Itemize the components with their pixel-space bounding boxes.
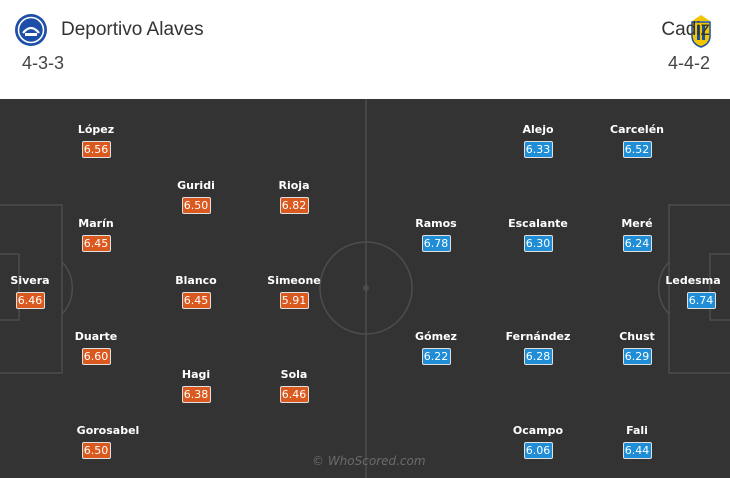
player-gomez[interactable]: Gómez 6.22 bbox=[396, 330, 476, 365]
player-gorosabel[interactable]: Gorosabel 6.50 bbox=[68, 424, 148, 459]
player-ledesma[interactable]: Ledesma 6.74 bbox=[653, 274, 730, 309]
player-name: Carcelén bbox=[610, 123, 664, 136]
player-name: Alejo bbox=[522, 123, 554, 136]
player-name: Duarte bbox=[74, 330, 118, 343]
away-formation: 4-4-2 bbox=[667, 53, 710, 73]
player-name: Chust bbox=[619, 330, 655, 343]
player-lopez[interactable]: López 6.56 bbox=[56, 123, 136, 158]
alaves-crest-icon bbox=[15, 14, 47, 46]
player-rating-badge: 6.30 bbox=[523, 235, 553, 252]
player-blanco[interactable]: Blanco 6.45 bbox=[156, 274, 236, 309]
player-rating-badge: 6.50 bbox=[181, 197, 211, 214]
player-hagi[interactable]: Hagi 6.38 bbox=[156, 368, 236, 403]
home-team-name[interactable]: Deportivo Alaves bbox=[61, 19, 204, 40]
player-sivera[interactable]: Sivera 6.46 bbox=[0, 274, 70, 309]
player-fali[interactable]: Fali 6.44 bbox=[597, 424, 677, 459]
player-simeone[interactable]: Simeone 5.91 bbox=[254, 274, 334, 309]
player-rating-badge: 6.50 bbox=[81, 442, 111, 459]
player-name: Simeone bbox=[267, 274, 321, 287]
player-rating-badge: 6.60 bbox=[81, 348, 111, 365]
pitch bbox=[0, 99, 730, 478]
player-rating-badge: 6.46 bbox=[15, 292, 45, 309]
player-rating-badge: 6.52 bbox=[622, 141, 652, 158]
cadiz-crest-icon bbox=[691, 15, 711, 48]
player-rating-badge: 6.22 bbox=[421, 348, 451, 365]
player-name: Fali bbox=[626, 424, 648, 437]
player-mere[interactable]: Meré 6.24 bbox=[597, 217, 677, 252]
player-duarte[interactable]: Duarte 6.60 bbox=[56, 330, 136, 365]
player-name: Ocampo bbox=[512, 424, 564, 437]
player-rioja[interactable]: Rioja 6.82 bbox=[254, 179, 334, 214]
player-ocampo[interactable]: Ocampo 6.06 bbox=[498, 424, 578, 459]
player-name: Sivera bbox=[10, 274, 50, 287]
player-marin[interactable]: Marín 6.45 bbox=[56, 217, 136, 252]
player-name: Meré bbox=[621, 217, 653, 230]
player-rating-badge: 6.38 bbox=[181, 386, 211, 403]
home-formation: 4-3-3 bbox=[22, 53, 65, 73]
pitch-lines bbox=[0, 99, 730, 478]
player-name: Blanco bbox=[175, 274, 217, 287]
player-name: Ledesma bbox=[665, 274, 721, 287]
player-rating-badge: 6.78 bbox=[421, 235, 451, 252]
player-name: Rioja bbox=[278, 179, 310, 192]
player-fernandez[interactable]: Fernández 6.28 bbox=[498, 330, 578, 365]
player-name: Guridi bbox=[177, 179, 215, 192]
player-rating-badge: 6.24 bbox=[622, 235, 652, 252]
player-name: Escalante bbox=[508, 217, 568, 230]
away-team-name[interactable]: Cadiz bbox=[661, 19, 710, 40]
player-rating-badge: 6.46 bbox=[279, 386, 309, 403]
player-carcelen[interactable]: Carcelén 6.52 bbox=[597, 123, 677, 158]
player-name: Gómez bbox=[415, 330, 457, 343]
player-name: Ramos bbox=[415, 217, 457, 230]
player-rating-badge: 5.91 bbox=[279, 292, 309, 309]
player-rating-badge: 6.06 bbox=[523, 442, 553, 459]
player-rating-badge: 6.33 bbox=[523, 141, 553, 158]
player-rating-badge: 6.74 bbox=[686, 292, 716, 309]
player-alejo[interactable]: Alejo 6.33 bbox=[498, 123, 578, 158]
player-rating-badge: 6.28 bbox=[523, 348, 553, 365]
player-name: Gorosabel bbox=[76, 424, 140, 437]
player-guridi[interactable]: Guridi 6.50 bbox=[156, 179, 236, 214]
player-name: Fernández bbox=[505, 330, 571, 343]
player-rating-badge: 6.82 bbox=[279, 197, 309, 214]
player-rating-badge: 6.29 bbox=[622, 348, 652, 365]
player-name: Marín bbox=[78, 217, 114, 230]
player-rating-badge: 6.45 bbox=[181, 292, 211, 309]
player-rating-badge: 6.56 bbox=[81, 141, 111, 158]
player-rating-badge: 6.44 bbox=[622, 442, 652, 459]
player-name: Sola bbox=[280, 368, 308, 381]
player-rating-badge: 6.45 bbox=[81, 235, 111, 252]
player-escalante[interactable]: Escalante 6.30 bbox=[498, 217, 578, 252]
player-ramos[interactable]: Ramos 6.78 bbox=[396, 217, 476, 252]
player-name: López bbox=[77, 123, 115, 136]
player-name: Hagi bbox=[181, 368, 211, 381]
player-chust[interactable]: Chust 6.29 bbox=[597, 330, 677, 365]
whoscored-watermark: © WhoScored.com bbox=[312, 454, 426, 468]
match-header: Deportivo Alaves 4-3-3 Cadiz 4-4-2 bbox=[0, 0, 730, 96]
player-sola[interactable]: Sola 6.46 bbox=[254, 368, 334, 403]
